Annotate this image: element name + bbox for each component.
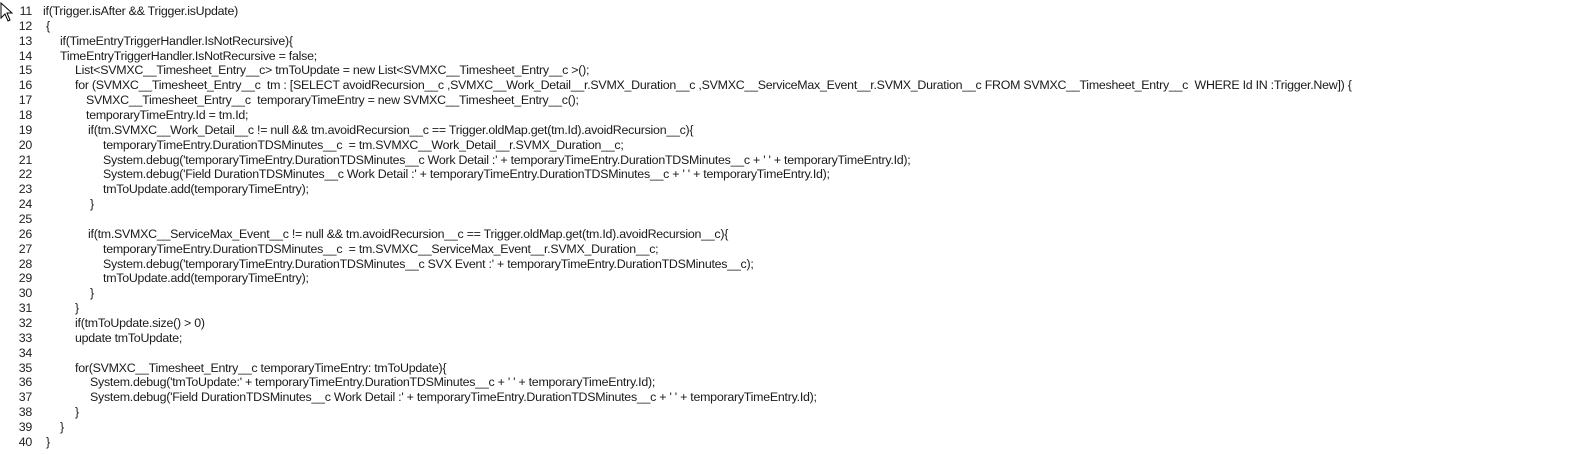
line-number: 16 [18, 78, 33, 93]
code-line: 39} [0, 420, 1579, 435]
code-text: System.debug('temporaryTimeEntry.Duratio… [103, 152, 911, 167]
code-text: temporaryTimeEntry.DurationTDSMinutes__c… [103, 241, 659, 256]
code-line: 21 System.debug('temporaryTimeEntry.Durat… [0, 153, 1579, 168]
line-number: 40 [18, 434, 33, 449]
code-text: if(TimeEntryTriggerHandler.IsNotRecursiv… [60, 33, 293, 48]
line-number: 35 [18, 360, 33, 375]
code-text: if(tm.SVMXC__ServiceMax_Event__c != null… [88, 226, 729, 241]
code-text: } [75, 405, 79, 420]
code-text: { [46, 18, 50, 33]
code-line: 40} [0, 435, 1579, 450]
code-line: 34 [0, 346, 1579, 361]
line-number: 15 [18, 63, 33, 78]
code-text: System.debug('Field DurationTDSMinutes__… [103, 167, 830, 182]
line-number: 39 [18, 420, 33, 435]
code-line: 14 TimeEntryTriggerHandler.IsNotRecursive… [0, 49, 1579, 64]
line-number: 17 [18, 93, 33, 108]
code-text: temporaryTimeEntry.Id = tm.Id; [86, 108, 249, 123]
code-line: 20 temporaryTimeEntry.DurationTDSMinutes_… [0, 138, 1579, 153]
line-number: 20 [18, 137, 33, 152]
code-text: if(Trigger.isAfter && Trigger.isUpdate) [43, 4, 238, 18]
line-number: 27 [18, 241, 33, 256]
line-number: 31 [18, 301, 33, 316]
code-text: } [90, 197, 94, 212]
code-line: 38} [0, 405, 1579, 420]
code-text: if(tmToUpdate.size() > 0) [75, 316, 205, 331]
line-number: 25 [18, 212, 33, 227]
code-text: System.debug('tmToUpdate:' + temporaryTi… [90, 375, 656, 390]
line-number: 11 [19, 4, 33, 18]
code-text: List<SVMXC__Timesheet_Entry__c> tmToUpda… [75, 63, 590, 78]
code-line: 13 if(TimeEntryTriggerHandler.IsNotRecurs… [0, 34, 1579, 49]
code-line: 18 temporaryTimeEntry.Id = tm.Id; [0, 108, 1579, 123]
line-number: 23 [18, 182, 33, 197]
line-number: 24 [18, 197, 33, 212]
line-number: 38 [18, 405, 33, 420]
code-line: 25 [0, 212, 1579, 227]
code-line: 35 for(SVMXC__Timesheet_Entry__c temporar… [0, 361, 1579, 376]
code-line: 11 if(Trigger.isAfter && Trigger.isUpdate… [0, 4, 1579, 19]
code-line: 19 if(tm.SVMXC__Work_Detail__c != null &&… [0, 123, 1579, 138]
code-text: tmToUpdate.add(temporaryTimeEntry); [103, 182, 309, 197]
code-line: 31} [0, 301, 1579, 316]
code-text: if(tm.SVMXC__Work_Detail__c != null && t… [88, 122, 694, 137]
code-line: 16 for (SVMXC__Timesheet_Entry__c tm : [S… [0, 78, 1579, 93]
code-text: for(SVMXC__Timesheet_Entry__c temporaryT… [75, 360, 447, 375]
code-text: } [46, 434, 50, 449]
line-number: 13 [18, 33, 33, 48]
line-number: 30 [18, 286, 33, 301]
code-line: 23 tmToUpdate.add(temporaryTimeEntry); [0, 182, 1579, 197]
line-number: 32 [18, 316, 33, 331]
code-text: for (SVMXC__Timesheet_Entry__c tm : [SEL… [75, 78, 1352, 93]
line-number: 29 [18, 271, 33, 286]
line-number: 34 [18, 345, 33, 360]
code-text: } [60, 420, 64, 435]
code-text: temporaryTimeEntry.DurationTDSMinutes__c… [103, 137, 624, 152]
code-line: 12 { [0, 19, 1579, 34]
mouse-pointer-icon [0, 1, 14, 22]
code-text: System.debug('temporaryTimeEntry.Duratio… [103, 256, 754, 271]
code-line: 27 temporaryTimeEntry.DurationTDSMinutes_… [0, 242, 1579, 257]
code-line: 15 List<SVMXC__Timesheet_Entry__c> tmToUp… [0, 63, 1579, 78]
line-number: 14 [18, 48, 33, 63]
code-text: TimeEntryTriggerHandler.IsNotRecursive =… [60, 48, 317, 63]
line-number: 18 [18, 108, 33, 123]
line-number: 26 [18, 226, 33, 241]
code-line: 28 System.debug('temporaryTimeEntry.Durat… [0, 257, 1579, 272]
code-text: SVMXC__Timesheet_Entry__c temporaryTimeE… [86, 93, 579, 108]
code-text: System.debug('Field DurationTDSMinutes__… [90, 390, 817, 405]
line-number: 22 [18, 167, 33, 182]
code-text: update tmToUpdate; [75, 330, 183, 345]
code-line: 29 tmToUpdate.add(temporaryTimeEntry); [0, 271, 1579, 286]
code-line: 33 update tmToUpdate; [0, 331, 1579, 346]
line-number: 28 [18, 256, 33, 271]
code-listing: 11 if(Trigger.isAfter && Trigger.isUpdate… [0, 4, 1579, 450]
code-line: 17 SVMXC__Timesheet_Entry__c temporaryTim… [0, 93, 1579, 108]
line-number: 37 [18, 390, 33, 405]
line-number: 19 [18, 122, 33, 137]
code-line: 37 System.debug('Field DurationTDSMinutes… [0, 390, 1579, 405]
code-line: 32 if(tmToUpdate.size() > 0) [0, 316, 1579, 331]
code-text: } [75, 301, 79, 316]
code-line: 26 if(tm.SVMXC__ServiceMax_Event__c != nu… [0, 227, 1579, 242]
code-text: } [90, 286, 94, 301]
code-line: 36 System.debug('tmToUpdate:' + temporary… [0, 375, 1579, 390]
line-number: 33 [18, 330, 33, 345]
code-text: tmToUpdate.add(temporaryTimeEntry); [103, 271, 309, 286]
code-line: 24} [0, 197, 1579, 212]
code-line: 30} [0, 286, 1579, 301]
code-line: 22 System.debug('Field DurationTDSMinutes… [0, 167, 1579, 182]
line-number: 36 [18, 375, 33, 390]
line-number: 21 [18, 152, 33, 167]
line-number: 12 [18, 18, 33, 33]
